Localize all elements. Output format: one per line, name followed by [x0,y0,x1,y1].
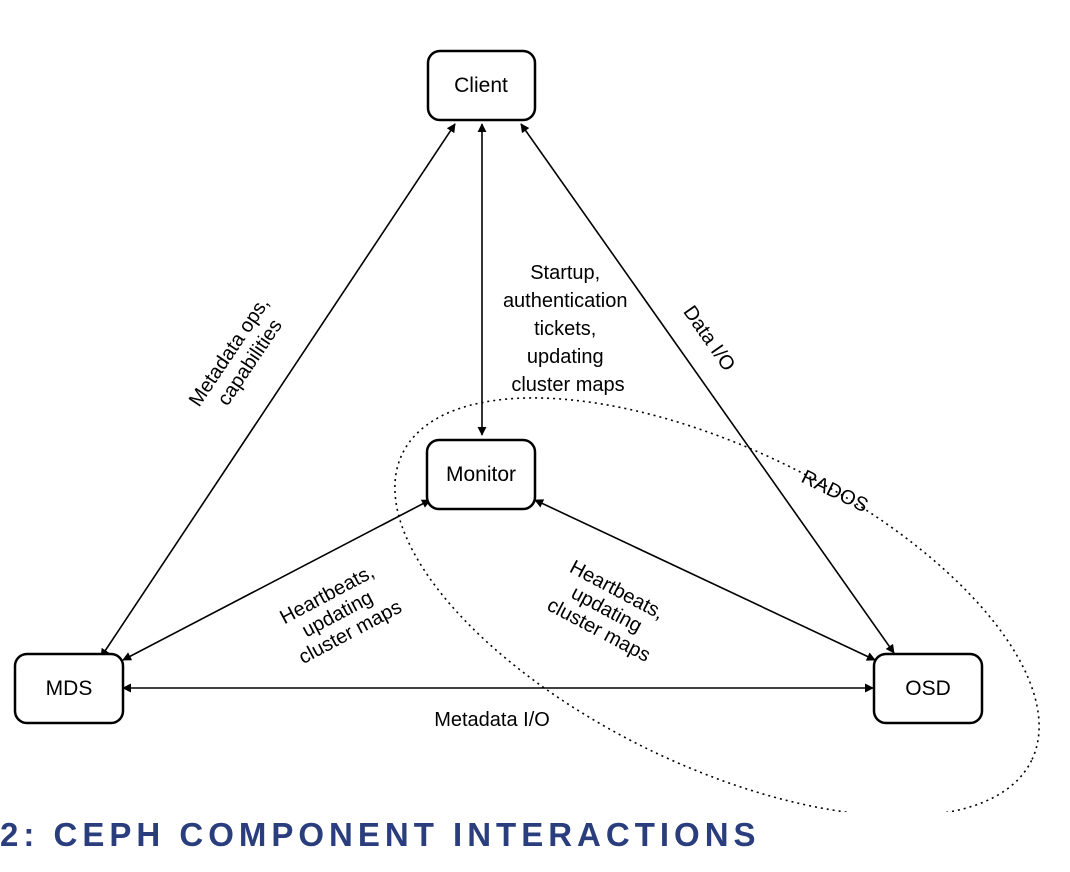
mds-node-label: MDS [46,677,93,700]
edge-label-client-osd: Data I/O [679,302,740,376]
monitor-node-label: Monitor [446,463,516,486]
edge-label-client-monitor: Startup, authentication tickets, updatin… [503,262,633,396]
edge-client-mds [100,123,456,658]
rados-label: RADOS [798,466,872,517]
client-node: Client [426,49,537,122]
edge-label-mds-osd: Metadata I/O [434,709,550,731]
mds-node: MDS [13,652,125,725]
figure-caption: 2: CEPH COMPONENT INTERACTIONS [0,816,761,853]
edge-label-monitor-osd: Heartbeats, updating cluster maps [543,555,674,667]
osd-node-label: OSD [905,677,951,700]
ceph-interaction-diagram: RADOS Client Monitor MDS OSD Metadata op… [13,49,1040,812]
edge-label-monitor-mds: Heartbeats, updating cluster maps [274,557,405,669]
edge-label-client-mds: Metadata ops, capabilities [185,289,296,424]
rados-boundary [394,397,1040,812]
osd-node: OSD [872,652,984,725]
edge-monitor-mds [122,499,431,661]
monitor-node: Monitor [425,438,537,511]
client-node-label: Client [454,74,508,97]
edge-monitor-osd [534,499,876,661]
